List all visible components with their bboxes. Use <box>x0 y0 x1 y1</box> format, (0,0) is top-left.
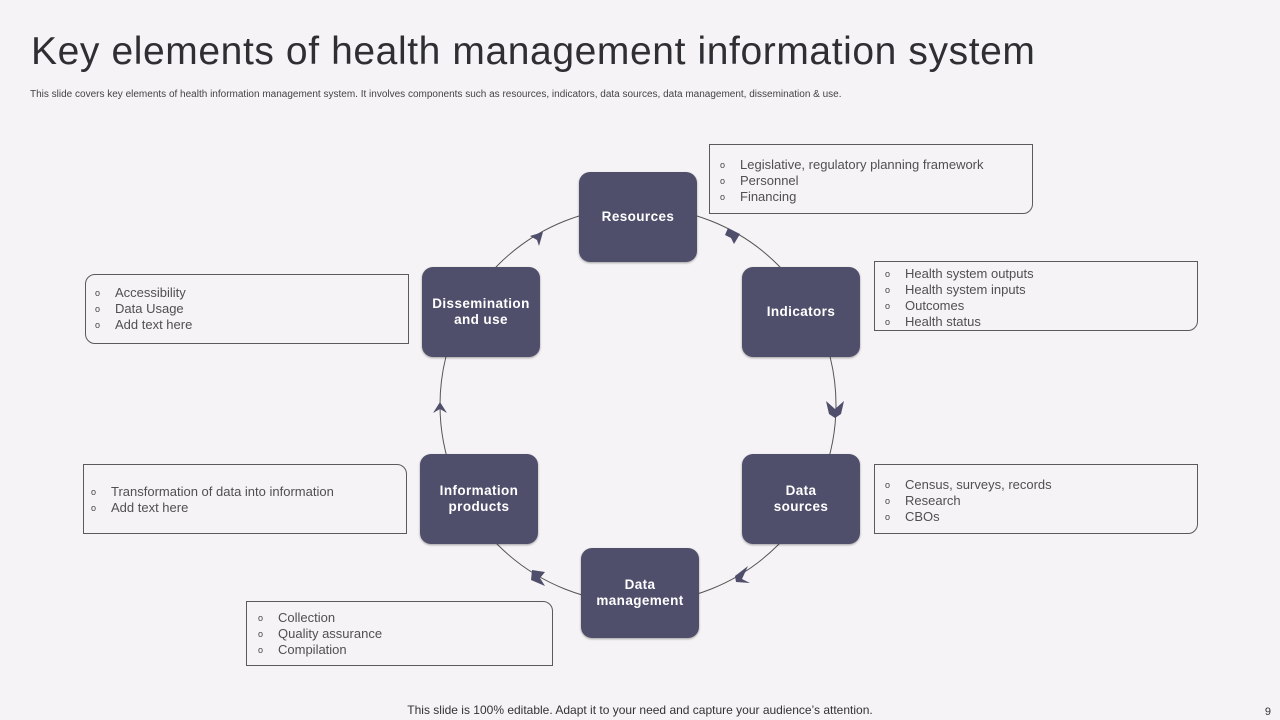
bullet-icon: o <box>95 288 101 298</box>
node-dissemination-and-use: Dissemination and use <box>422 267 540 357</box>
node-data-management: Data management <box>581 548 699 638</box>
list-item: o Census, surveys, records <box>885 477 1197 493</box>
list-item-text: Collection <box>278 610 336 625</box>
list-item-text: CBOs <box>905 509 940 524</box>
resources-list: o Legislative, regulatory planning framew… <box>720 157 1032 205</box>
cycle-arrow-icon <box>826 401 844 418</box>
list-item: o CBOs <box>885 509 1197 525</box>
page-number: 9 <box>1264 706 1271 718</box>
list-item: o Health system outputs <box>885 266 1197 282</box>
list-item-text: Transformation of data into information <box>111 484 334 499</box>
bullet-icon: o <box>720 176 726 186</box>
cycle-arrow-icon <box>433 402 447 413</box>
list-item: o Health status <box>885 314 1197 330</box>
box-resources: o Legislative, regulatory planning framew… <box>709 144 1033 214</box>
bullet-icon: o <box>720 192 726 202</box>
list-item-text: Health system inputs <box>905 282 1026 297</box>
list-item-text: Outcomes <box>905 298 965 313</box>
slide-footer: This slide is 100% editable. Adapt it to… <box>407 703 873 717</box>
list-item: o Accessibility <box>95 285 408 301</box>
bullet-icon: o <box>91 487 97 497</box>
list-item-text: Add text here <box>115 317 193 332</box>
list-item-text: Legislative, regulatory planning framewo… <box>740 157 984 172</box>
bullet-icon: o <box>91 503 97 513</box>
slide-title: Key elements of health management inform… <box>31 30 1036 73</box>
list-item: o Quality assurance <box>258 626 552 642</box>
list-item: o Add text here <box>95 317 408 333</box>
bullet-icon: o <box>885 512 891 522</box>
list-item-text: Personnel <box>740 173 799 188</box>
list-item: o Financing <box>720 189 1032 205</box>
node-data-sources: Data sources <box>742 454 860 544</box>
bullet-icon: o <box>885 269 891 279</box>
list-item-text: Quality assurance <box>278 626 383 641</box>
bullet-icon: o <box>885 480 891 490</box>
cycle-arrow-icon <box>725 228 740 244</box>
list-item-text: Add text here <box>111 500 189 515</box>
list-item-text: Census, surveys, records <box>905 477 1052 492</box>
list-item: o Add text here <box>91 500 406 516</box>
list-item: o Legislative, regulatory planning framew… <box>720 157 1032 173</box>
bullet-icon: o <box>885 285 891 295</box>
list-item: o Compilation <box>258 642 552 658</box>
node-resources: Resources <box>579 172 697 262</box>
list-item-text: Health system outputs <box>905 266 1034 281</box>
list-item: o Personnel <box>720 173 1032 189</box>
slide-subtitle: This slide covers key elements of health… <box>30 89 842 100</box>
box-information-products: o Transformation of data into information… <box>83 464 407 534</box>
list-item: o Collection <box>258 610 552 626</box>
bullet-icon: o <box>258 645 264 655</box>
bullet-icon: o <box>95 320 101 330</box>
list-item: o Outcomes <box>885 298 1197 314</box>
list-item-text: Financing <box>740 189 797 204</box>
bullet-icon: o <box>720 160 726 170</box>
bullet-icon: o <box>258 629 264 639</box>
list-item-text: Data Usage <box>115 301 184 316</box>
bullet-icon: o <box>885 317 891 327</box>
bullet-icon: o <box>258 613 264 623</box>
list-item: o Transformation of data into information <box>91 484 406 500</box>
bullet-icon: o <box>885 496 891 506</box>
bullet-icon: o <box>95 304 101 314</box>
list-item: o Data Usage <box>95 301 408 317</box>
list-item: o Health system inputs <box>885 282 1197 298</box>
cycle-arrow-icon <box>735 566 750 583</box>
list-item: o Research <box>885 493 1197 509</box>
list-item-text: Compilation <box>278 642 347 657</box>
node-information-products: Information products <box>420 454 538 544</box>
list-item-text: Research <box>905 493 961 508</box>
node-indicators: Indicators <box>742 267 860 357</box>
list-item-text: Health status <box>905 314 981 329</box>
list-item-text: Accessibility <box>115 285 186 300</box>
information-products-list: o Transformation of data into information… <box>91 484 406 516</box>
bullet-icon: o <box>885 301 891 311</box>
cycle-arrow-icon <box>531 570 545 586</box>
cycle-arrow-icon <box>530 232 543 246</box>
